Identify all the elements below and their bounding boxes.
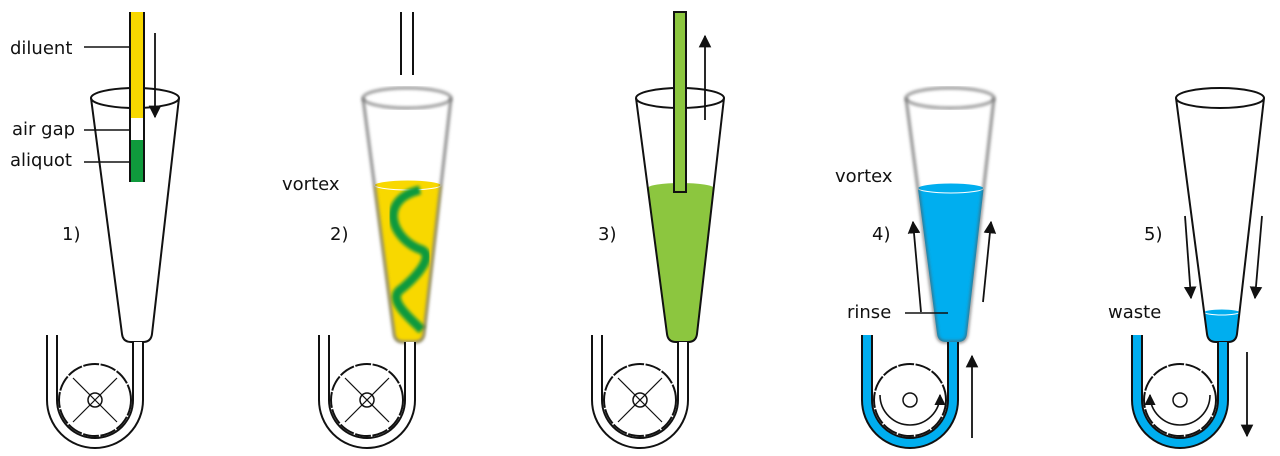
probe-needle	[129, 12, 145, 182]
pump-tubing-lumen	[1133, 335, 1227, 447]
vial-rim	[905, 87, 995, 109]
rotation-counterclockwise-arrow	[1144, 393, 1211, 426]
panel-4	[861, 87, 997, 449]
aliquot-spiral	[388, 185, 431, 334]
cone-liquid	[647, 188, 714, 342]
down-arrow-left	[1183, 215, 1197, 300]
liquid-surface	[917, 182, 985, 194]
rotor-stopped-cross	[617, 377, 663, 423]
label-vortex-4: vortex	[835, 166, 893, 187]
down-arrow-right	[1249, 215, 1263, 300]
panel-3	[591, 11, 725, 449]
liquid-surface	[1203, 308, 1241, 316]
step-4-label: 4)	[872, 224, 890, 245]
label-leader-lines	[84, 46, 130, 163]
vial-cone	[90, 97, 180, 343]
rotor-stopped-cross	[344, 377, 390, 423]
label-aliquot: aliquot	[10, 150, 72, 171]
vial-rim	[1175, 87, 1265, 109]
liquid-surface	[373, 179, 442, 191]
step-2-label: 2)	[330, 224, 348, 245]
rotor-stopped-cross	[72, 377, 118, 423]
label-vortex-2: vortex	[282, 174, 340, 195]
pump-tubing-lumen	[863, 335, 957, 447]
diluent-segment	[131, 12, 143, 118]
step-5-label: 5)	[1144, 224, 1162, 245]
panel-2	[318, 12, 452, 449]
pump-tubing-lumen	[320, 335, 414, 447]
pump-tubing-lumen	[48, 335, 142, 447]
cone-liquid	[917, 188, 984, 342]
label-air-gap: air gap	[12, 119, 75, 140]
aliquot-segment	[131, 140, 143, 182]
rotor-hub	[902, 392, 918, 408]
panel-5	[1131, 87, 1265, 449]
waste-liquid	[1204, 312, 1240, 342]
pump-tubing-lumen	[593, 335, 687, 447]
up-arrow-left	[907, 220, 922, 313]
vial-cone	[1175, 97, 1265, 343]
label-rinse: rinse	[847, 302, 891, 323]
rotation-clockwise-arrow	[879, 393, 946, 426]
up-arrow-right	[982, 220, 997, 303]
panel-1	[46, 12, 180, 449]
probe-retracted	[400, 12, 414, 75]
step-1-label: 1)	[62, 224, 80, 245]
rotor-hub	[1172, 392, 1188, 408]
label-diluent: diluent	[10, 38, 72, 59]
probe-aspirating	[673, 11, 687, 193]
vial-rim	[362, 87, 452, 109]
step-3-label: 3)	[598, 224, 616, 245]
label-waste: waste	[1108, 302, 1161, 323]
